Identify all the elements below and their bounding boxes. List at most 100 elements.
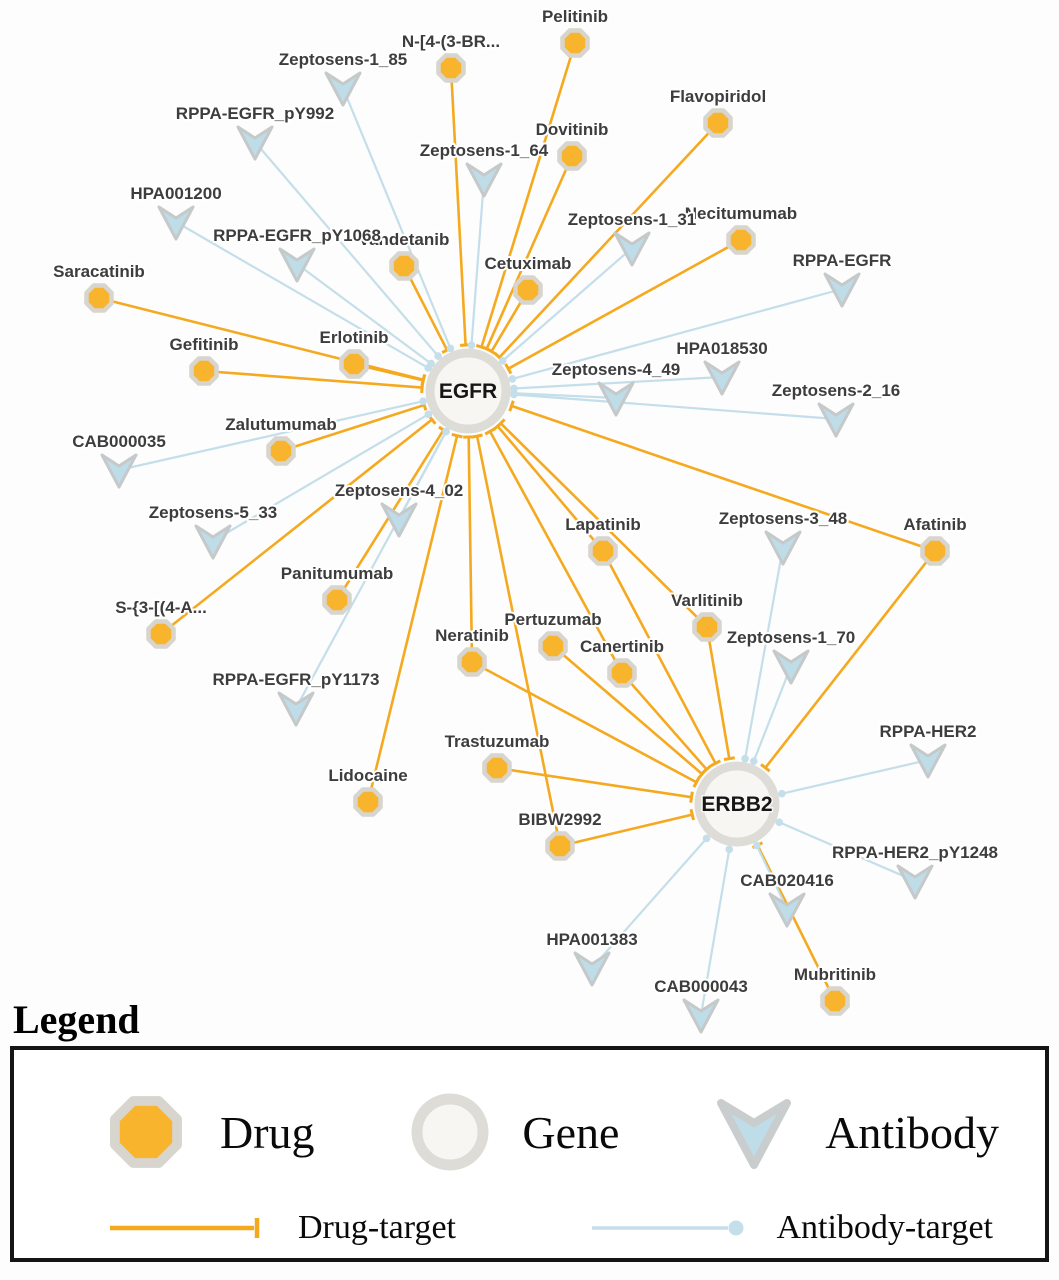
- antibody-node-cab000035: [100, 453, 138, 489]
- legend-drug-label: Drug: [220, 1106, 315, 1158]
- antibody-target-edge-rppa-egfr-py1068-egfr: [296, 263, 435, 368]
- node-label-hpa018530: HPA018530: [676, 339, 767, 358]
- antibody-node-rppa-her2-py1248: [896, 864, 934, 900]
- antibody-target-edge-zeptosens-3-48-erbb2: [741, 546, 785, 763]
- drug-node-mubritinib: [820, 986, 850, 1016]
- antibody-target-edge-rppa-egfr-py1173-egfr: [295, 427, 450, 709]
- drug-target-edge-necitumumab-egfr: [504, 238, 742, 375]
- antibody-symbol-icon: [717, 1099, 792, 1169]
- drug-symbol-icon: [110, 1096, 182, 1168]
- node-label-hpa001200: HPA001200: [130, 184, 221, 203]
- node-label-zeptosens-1-31: Zeptosens-1_31: [568, 210, 697, 229]
- drug-node-dovitinib: [557, 141, 587, 171]
- node-label-cab020416: CAB020416: [740, 871, 834, 890]
- legend-item-gene: Gene: [406, 1088, 619, 1176]
- node-label-gefitinib: Gefitinib: [170, 335, 239, 354]
- drug-target-edge-neratinib-erbb2: [471, 660, 701, 788]
- antibody-target-edge-hpa001383-erbb2: [591, 834, 711, 969]
- drug-target-edge-canertinib-erbb2: [621, 672, 712, 775]
- drug-target-edge-pertuzumab-erbb2: [552, 645, 707, 780]
- antibody-target-edge-zeptosens-1-31-egfr: [498, 247, 633, 365]
- antibody-node-zeptosens-5-33: [194, 524, 232, 560]
- gene-node-egfr: [425, 348, 511, 434]
- gene-node-erbb2: [694, 761, 780, 847]
- node-label-zeptosens-4-02: Zeptosens-4_02: [335, 481, 464, 500]
- antibody-node-hpa001383: [573, 951, 611, 987]
- node-label-zeptosens-1-70: Zeptosens-1_70: [727, 628, 856, 647]
- drug-target-edge-n-4-3-br-egfr: [449, 67, 472, 347]
- node-label-zeptosens-1-85: Zeptosens-1_85: [279, 50, 408, 69]
- node-label-zeptosens-2-16: Zeptosens-2_16: [772, 381, 901, 400]
- antibody-target-edge-zeptosens-1-85-egfr: [341, 87, 455, 353]
- node-label-vandetanib: Vandetanib: [359, 230, 450, 249]
- antibody-node-cab020416: [768, 892, 806, 928]
- legend-node-types: Drug Gene Antibody: [100, 1076, 999, 1188]
- legend-antibody-label: Antibody: [825, 1106, 999, 1158]
- node-label-rppa-egfr-py992: RPPA-EGFR_pY992: [176, 104, 334, 123]
- antibody-node-zeptosens-1-64: [465, 162, 503, 198]
- antibody-target-edge-cab020416-erbb2: [752, 841, 788, 910]
- drug-node-varlitinib: [692, 612, 722, 642]
- drug-node-trastuzumab: [482, 753, 512, 783]
- node-label-lidocaine: Lidocaine: [328, 766, 407, 785]
- antibody-target-edge-zeptosens-1-64-egfr: [467, 178, 486, 349]
- node-label-zeptosens-4-49: Zeptosens-4_49: [552, 360, 681, 379]
- drug-node-cetuximab: [513, 275, 543, 305]
- drug-node-flavopiridol: [703, 108, 733, 138]
- node-label-zeptosens-5-33: Zeptosens-5_33: [149, 503, 278, 522]
- drug-node-s-3-4-a: [146, 619, 176, 649]
- drug-node-vandetanib: [389, 251, 419, 281]
- antibody-node-rppa-egfr-py992: [236, 125, 274, 161]
- drug-node-necitumumab: [726, 225, 756, 255]
- drug-target-edge-bibw2992-erbb2: [559, 808, 695, 848]
- node-label-zeptosens-1-64: Zeptosens-1_64: [420, 141, 549, 160]
- drug-node-pertuzumab: [538, 631, 568, 661]
- node-label-pelitinib: Pelitinib: [542, 7, 608, 26]
- drug-target-edge-bibw2992-egfr: [471, 433, 562, 847]
- antibody-target-edge-cab000043-erbb2: [699, 845, 734, 1016]
- antibody-target-edge-zeptosens-2-16-egfr: [510, 390, 837, 421]
- antibody-node-hpa018530: [703, 360, 741, 396]
- antibody-node-hpa001200: [157, 205, 195, 241]
- node-label-cab000035: CAB000035: [72, 432, 166, 451]
- drug-target-edge-afatinib-erbb2: [760, 550, 937, 773]
- node-label-rppa-egfr: RPPA-EGFR: [793, 251, 892, 270]
- node-label-zalutumumab: Zalutumumab: [225, 415, 336, 434]
- antibody-target-edge-rppa-egfr-egfr: [508, 287, 843, 383]
- node-label-egfr: EGFR: [439, 380, 497, 403]
- node-label-zeptosens-3-48: Zeptosens-3_48: [719, 509, 848, 528]
- antibody-target-edge-zeptosens-5-33-egfr: [212, 410, 433, 542]
- drug-node-gefitinib: [189, 356, 219, 386]
- node-label-afatinib: Afatinib: [903, 515, 966, 534]
- antibody-node-zeptosens-4-49: [597, 381, 635, 417]
- antibody-node-zeptosens-1-85: [324, 71, 362, 107]
- drug-node-bibw2992: [545, 831, 575, 861]
- drug-target-edge-lidocaine-egfr: [366, 432, 463, 803]
- node-label-bibw2992: BIBW2992: [518, 810, 601, 829]
- drug-node-n-4-3-br: [436, 53, 466, 83]
- legend-box: Drug Gene Antibody Dr: [10, 1046, 1049, 1262]
- drug-node-neratinib: [457, 647, 487, 677]
- antibody-node-rppa-egfr-py1068: [278, 247, 316, 283]
- legend-antibody-target-label: Antibody-target: [776, 1209, 993, 1246]
- antibody-node-zeptosens-4-02: [380, 502, 418, 538]
- node-label-pertuzumab: Pertuzumab: [504, 610, 601, 629]
- node-label-erbb2: ERBB2: [701, 793, 772, 816]
- antibody-target-edge-rppa-egfr-py992-egfr: [254, 141, 442, 360]
- gene-symbol-icon: [411, 1093, 489, 1171]
- node-label-cetuximab: Cetuximab: [485, 254, 572, 273]
- legend-item-antibody-target: Antibody-target: [590, 1209, 993, 1247]
- legend-drug-target-label: Drug-target: [298, 1209, 456, 1246]
- legend-gene-label: Gene: [522, 1106, 620, 1158]
- node-label-canertinib: Canertinib: [580, 637, 664, 656]
- node-label-erlotinib: Erlotinib: [320, 328, 389, 347]
- node-label-neratinib: Neratinib: [435, 626, 509, 645]
- drug-node-saracatinib: [84, 283, 114, 313]
- legend-item-antibody: Antibody: [711, 1090, 999, 1174]
- edges-layer: [98, 42, 937, 1016]
- antibody-node-cab000043: [682, 998, 720, 1034]
- node-label-rppa-egfr-py1068: RPPA-EGFR_pY1068: [213, 226, 381, 245]
- node-label-flavopiridol: Flavopiridol: [670, 87, 766, 106]
- labels-layer: PelitinibN-[4-(3-BR...DovitinibFlavopiri…: [51, 5, 1000, 998]
